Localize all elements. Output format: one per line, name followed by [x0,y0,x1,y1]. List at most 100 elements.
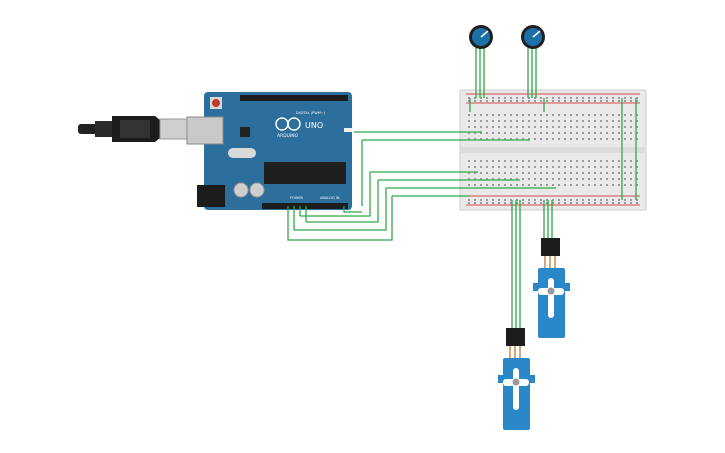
breadboard-hole[interactable] [534,184,536,186]
breadboard-hole[interactable] [534,202,536,204]
breadboard-hole[interactable] [600,126,602,128]
breadboard-hole[interactable] [492,114,494,116]
breadboard-hole[interactable] [606,202,608,204]
breadboard-hole[interactable] [558,172,560,174]
breadboard-hole[interactable] [486,132,488,134]
breadboard-hole[interactable] [498,97,500,99]
breadboard-hole[interactable] [588,202,590,204]
breadboard-hole[interactable] [546,172,548,174]
breadboard-hole[interactable] [480,202,482,204]
breadboard-hole[interactable] [474,166,476,168]
breadboard-hole[interactable] [546,132,548,134]
breadboard-hole[interactable] [468,120,470,122]
breadboard-hole[interactable] [600,166,602,168]
breadboard-hole[interactable] [570,100,572,102]
breadboard-hole[interactable] [564,138,566,140]
breadboard-hole[interactable] [594,97,596,99]
breadboard-hole[interactable] [552,178,554,180]
breadboard-hole[interactable] [576,138,578,140]
breadboard-hole[interactable] [468,114,470,116]
breadboard-hole[interactable] [528,100,530,102]
breadboard-hole[interactable] [558,166,560,168]
breadboard-hole[interactable] [594,172,596,174]
breadboard-hole[interactable] [564,184,566,186]
breadboard-hole[interactable] [528,202,530,204]
breadboard-hole[interactable] [570,97,572,99]
breadboard-hole[interactable] [498,178,500,180]
breadboard-hole[interactable] [606,100,608,102]
breadboard-hole[interactable] [612,97,614,99]
breadboard-hole[interactable] [510,120,512,122]
breadboard-hole[interactable] [486,202,488,204]
breadboard-hole[interactable] [474,199,476,201]
breadboard-hole[interactable] [504,199,506,201]
breadboard-hole[interactable] [540,97,542,99]
breadboard-hole[interactable] [492,178,494,180]
breadboard-hole[interactable] [474,132,476,134]
breadboard-hole[interactable] [630,199,632,201]
breadboard-hole[interactable] [624,178,626,180]
breadboard-hole[interactable] [522,132,524,134]
breadboard-hole[interactable] [546,166,548,168]
breadboard-hole[interactable] [498,166,500,168]
breadboard-hole[interactable] [552,138,554,140]
breadboard-hole[interactable] [510,166,512,168]
breadboard-hole[interactable] [486,166,488,168]
breadboard-hole[interactable] [588,160,590,162]
breadboard-hole[interactable] [576,178,578,180]
breadboard-hole[interactable] [534,97,536,99]
breadboard-hole[interactable] [570,166,572,168]
breadboard-hole[interactable] [582,166,584,168]
breadboard-hole[interactable] [516,132,518,134]
breadboard-hole[interactable] [528,199,530,201]
breadboard-hole[interactable] [570,132,572,134]
breadboard-hole[interactable] [486,97,488,99]
breadboard-hole[interactable] [486,120,488,122]
breadboard-hole[interactable] [546,199,548,201]
breadboard-hole[interactable] [516,100,518,102]
breadboard-hole[interactable] [624,100,626,102]
breadboard-hole[interactable] [594,120,596,122]
breadboard-hole[interactable] [558,114,560,116]
breadboard-hole[interactable] [516,97,518,99]
breadboard-hole[interactable] [510,160,512,162]
breadboard-hole[interactable] [546,126,548,128]
breadboard-hole[interactable] [582,126,584,128]
breadboard-hole[interactable] [594,202,596,204]
breadboard-hole[interactable] [564,199,566,201]
breadboard-hole[interactable] [480,184,482,186]
breadboard-hole[interactable] [618,166,620,168]
breadboard-hole[interactable] [576,202,578,204]
breadboard-hole[interactable] [606,160,608,162]
breadboard-hole[interactable] [504,138,506,140]
breadboard-hole[interactable] [558,126,560,128]
breadboard-hole[interactable] [468,126,470,128]
breadboard-hole[interactable] [528,160,530,162]
breadboard-hole[interactable] [468,138,470,140]
breadboard-hole[interactable] [582,114,584,116]
breadboard-hole[interactable] [504,97,506,99]
breadboard-hole[interactable] [516,114,518,116]
breadboard-hole[interactable] [480,178,482,180]
breadboard-hole[interactable] [582,100,584,102]
breadboard-hole[interactable] [636,202,638,204]
breadboard-hole[interactable] [576,160,578,162]
breadboard-hole[interactable] [558,120,560,122]
breadboard-hole[interactable] [510,97,512,99]
breadboard-hole[interactable] [588,120,590,122]
breadboard-hole[interactable] [480,120,482,122]
breadboard-hole[interactable] [528,166,530,168]
breadboard-hole[interactable] [600,97,602,99]
breadboard-hole[interactable] [522,120,524,122]
breadboard-hole[interactable] [552,100,554,102]
breadboard-hole[interactable] [594,132,596,134]
breadboard-hole[interactable] [618,184,620,186]
breadboard-hole[interactable] [492,132,494,134]
breadboard-hole[interactable] [636,138,638,140]
breadboard-hole[interactable] [636,120,638,122]
breadboard-hole[interactable] [468,202,470,204]
breadboard-hole[interactable] [474,202,476,204]
breadboard-hole[interactable] [636,97,638,99]
breadboard-hole[interactable] [522,172,524,174]
breadboard-hole[interactable] [612,132,614,134]
